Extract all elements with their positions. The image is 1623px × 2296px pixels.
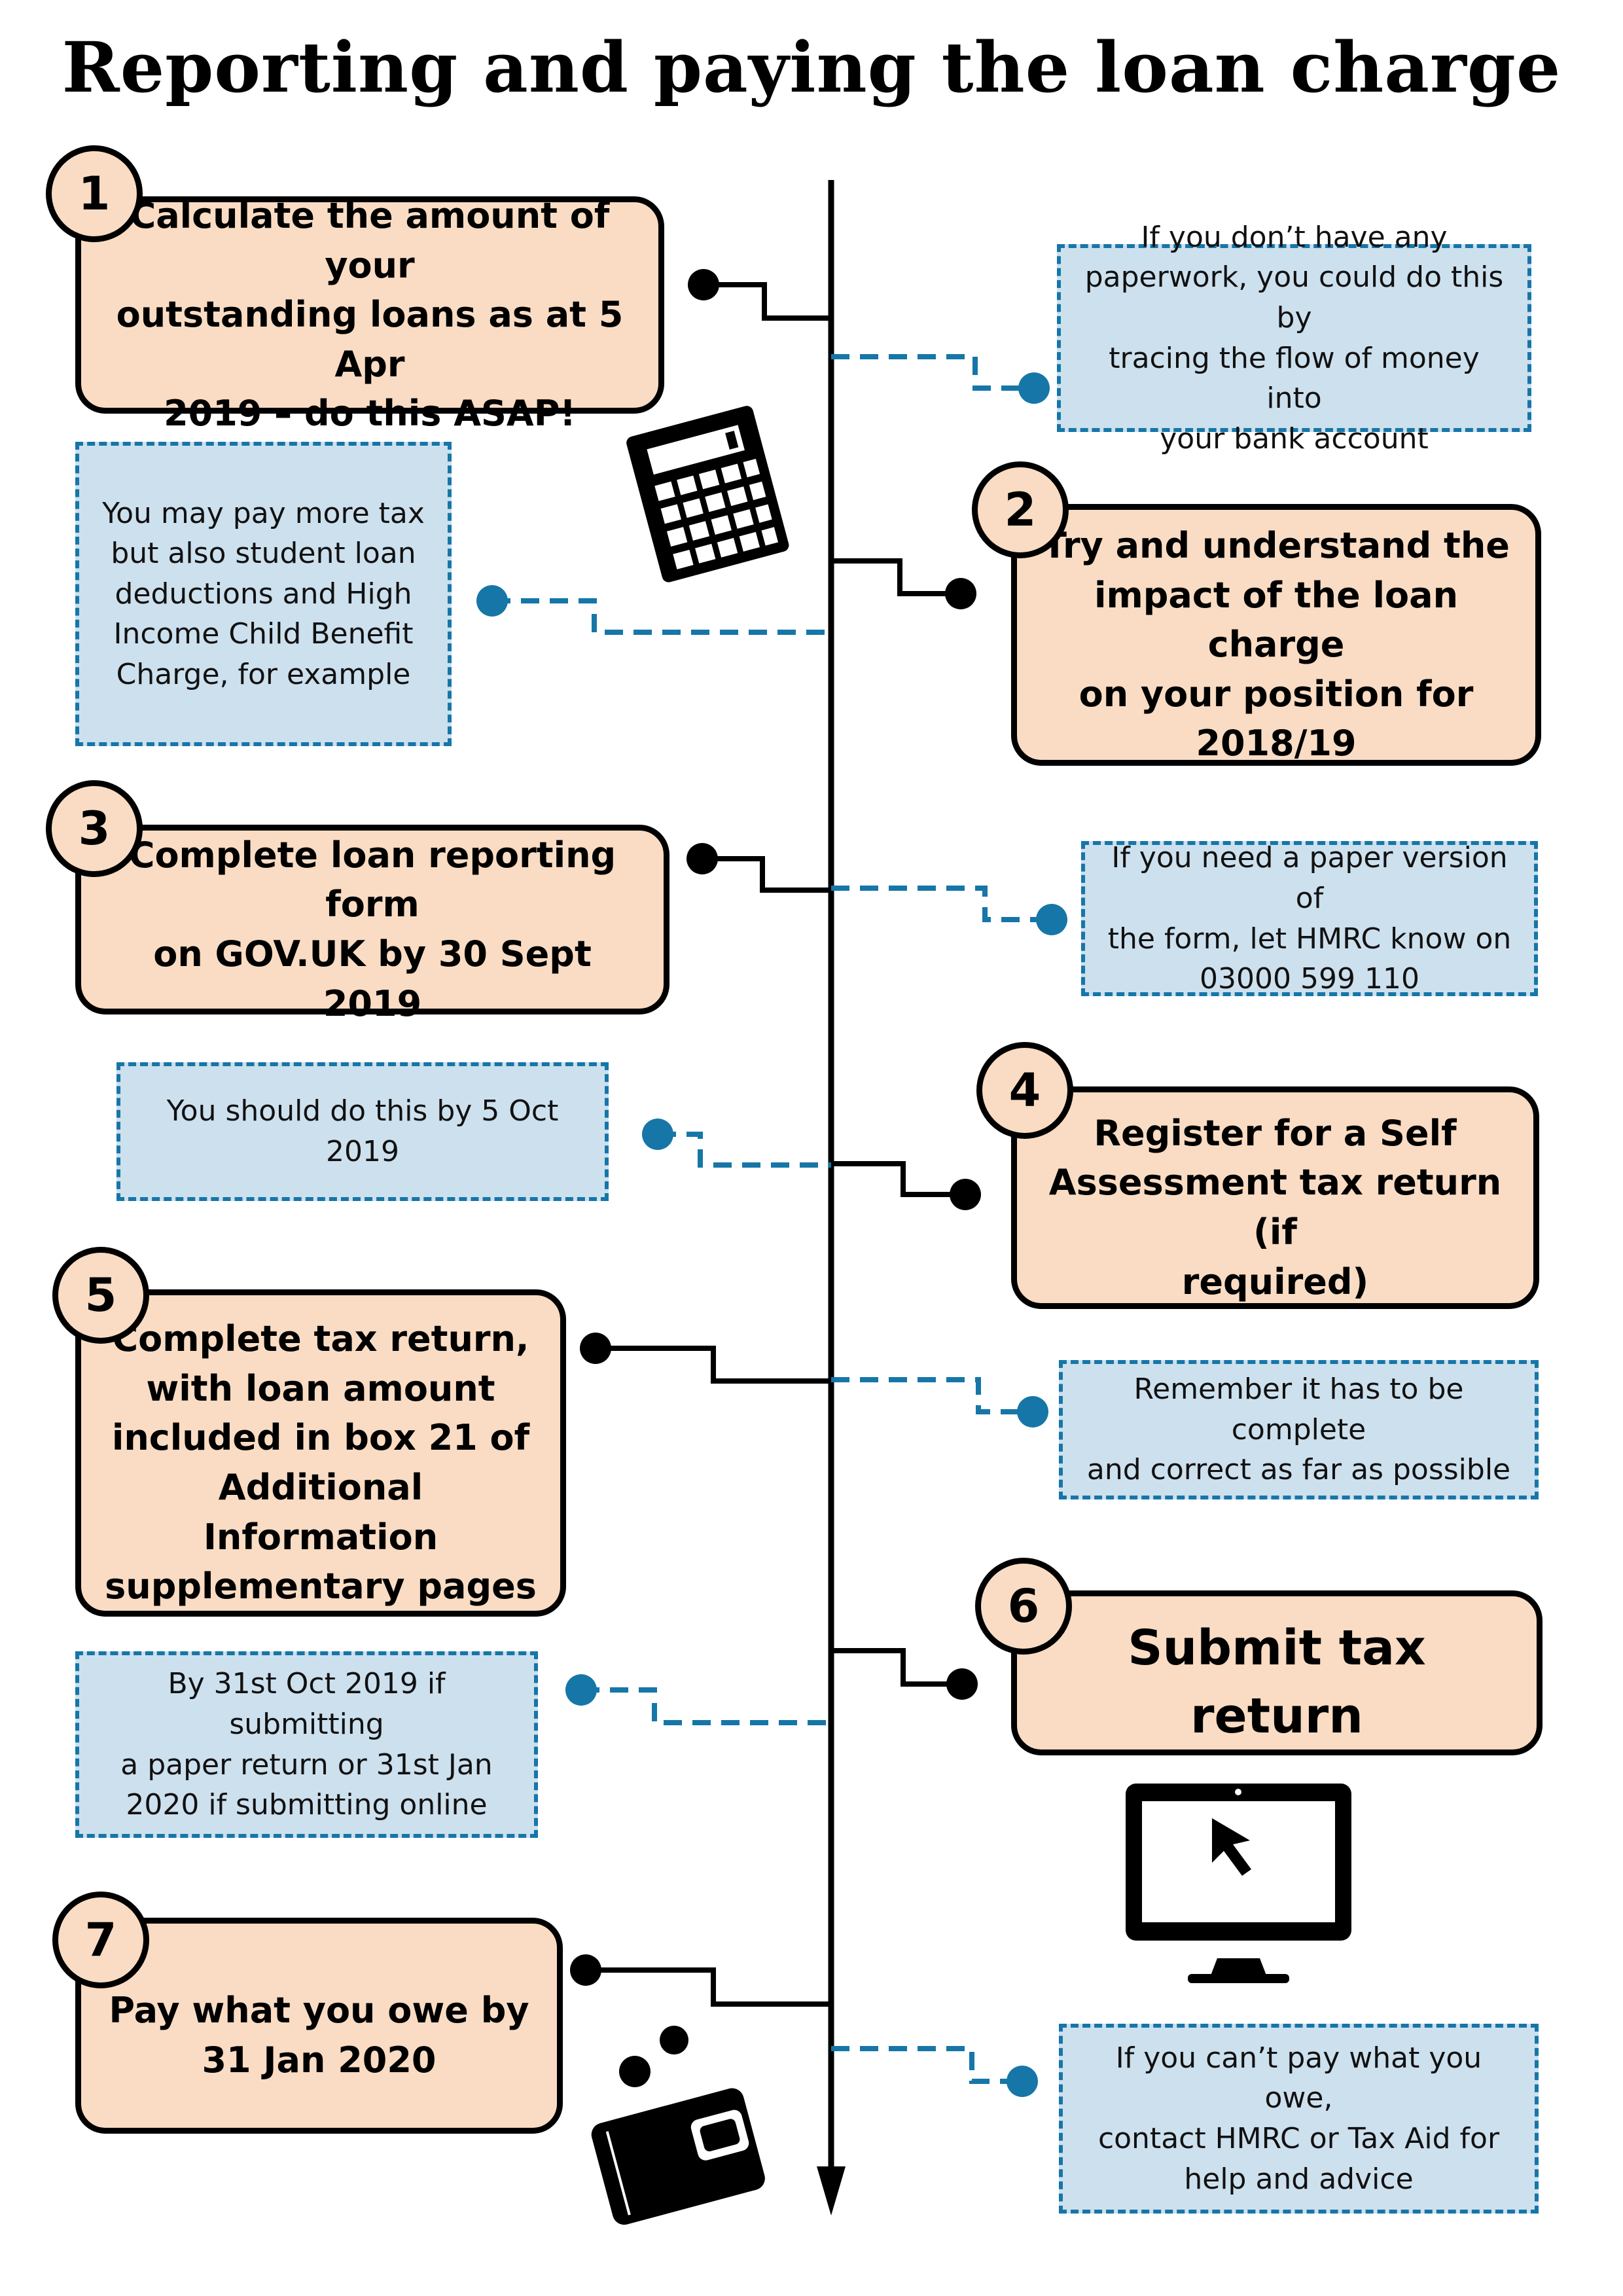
computer-monitor-icon: [1126, 1784, 1351, 1983]
note-connectors: [492, 354, 1050, 2084]
step-6-dot: [946, 1668, 978, 1700]
note-7-connector: [831, 2046, 1022, 2084]
step-6-text: Submit tax return: [1128, 1620, 1426, 1744]
step-7-text: Pay what you owe by 31 Jan 2020: [109, 1990, 529, 2081]
note-2-text: You may pay more tax but also student lo…: [102, 496, 425, 691]
step-5-dot: [580, 1333, 611, 1364]
step-7-number: 7: [52, 1892, 149, 1988]
note-4: You should do this by 5 Oct 2019: [116, 1062, 609, 1201]
step-5-connector: [596, 1346, 831, 1384]
step-6-box: Submit tax return: [1011, 1590, 1543, 1755]
note-3: If you need a paper version of the form,…: [1081, 841, 1538, 996]
step-1-text: Calculate the amount of your outstanding…: [116, 195, 624, 435]
step-5-box: Complete tax return, with loan amount in…: [75, 1289, 566, 1617]
step-1-connector: [704, 282, 831, 321]
step-3-box: Complete loan reporting form on GOV.UK b…: [75, 825, 669, 1024]
step-4-text: Register for a Self Assessment tax retur…: [1048, 1112, 1502, 1302]
note-3-connector: [831, 886, 1050, 922]
note-7-dot: [1007, 2066, 1038, 2097]
note-4-text: You should do this by 5 Oct 2019: [166, 1094, 559, 1168]
step-5-text: Complete tax return, with loan amount in…: [105, 1318, 537, 1607]
note-6-dot: [565, 1674, 597, 1706]
note-5-connector: [831, 1377, 1033, 1414]
note-5-text: Remember it has to be complete and corre…: [1086, 1372, 1511, 1487]
page-title: Reporting and paying the loan charge: [62, 26, 1561, 108]
note-6: By 31st Oct 2019 if submitting a paper r…: [75, 1651, 538, 1838]
step-1-box: Calculate the amount of your outstanding…: [75, 195, 664, 434]
step-4-dot: [950, 1179, 981, 1210]
step-7-dot: [570, 1954, 601, 1986]
note-7: If you can’t pay what you owe, contact H…: [1059, 2024, 1539, 2214]
step-6-connector: [831, 1648, 962, 1687]
step-3-text: Complete loan reporting form on GOV.UK b…: [128, 834, 616, 1024]
step-2-dot: [945, 578, 976, 609]
note-3-dot: [1036, 904, 1067, 935]
step-connector-dots: [570, 269, 981, 1986]
step-3-dot: [687, 843, 718, 874]
step-2-box: Try and understand the impact of the loa…: [1011, 504, 1541, 766]
note-2-dot: [476, 585, 508, 617]
step-3-connector: [704, 856, 831, 893]
note-2: You may pay more tax but also student lo…: [75, 442, 452, 746]
step-1-dot: [688, 269, 719, 300]
note-2-connector: [492, 598, 831, 635]
timeline-arrowhead: [817, 2166, 846, 2215]
note-6-text: By 31st Oct 2019 if submitting a paper r…: [120, 1667, 493, 1822]
note-5-dot: [1017, 1396, 1048, 1427]
note-6-connector: [581, 1687, 831, 1725]
step-1-number: 1: [46, 145, 143, 242]
step-2-number: 2: [972, 461, 1069, 558]
step-4-connector: [831, 1161, 965, 1197]
step-4-number: 4: [976, 1042, 1073, 1139]
step-4-box: Register for a Self Assessment tax retur…: [1011, 1086, 1539, 1309]
note-1-dot: [1018, 372, 1050, 404]
note-3-text: If you need a paper version of the form,…: [1107, 841, 1512, 996]
step-7-box: Pay what you owe by 31 Jan 2020: [75, 1918, 563, 2134]
step-3-number: 3: [46, 780, 143, 877]
note-4-dot: [642, 1119, 673, 1150]
step-5-number: 5: [52, 1247, 149, 1344]
note-7-text: If you can’t pay what you owe, contact H…: [1097, 2041, 1500, 2196]
note-1: If you don’t have any paperwork, you cou…: [1057, 221, 1531, 456]
note-4-connector: [658, 1132, 831, 1168]
step-2-text: Try and understand the impact of the loa…: [1043, 525, 1510, 764]
wallet-coins-icon: [591, 2026, 765, 2225]
note-1-text: If you don’t have any paperwork, you cou…: [1084, 220, 1504, 456]
calculator-icon: [626, 406, 789, 583]
step-7-connector: [586, 1967, 831, 2007]
note-1-connector: [831, 354, 1033, 391]
step-2-connector: [831, 558, 959, 596]
note-connector-dots: [476, 372, 1067, 2097]
step-connectors: [586, 282, 965, 2007]
note-5: Remember it has to be complete and corre…: [1059, 1360, 1539, 1499]
step-6-number: 6: [975, 1558, 1072, 1655]
